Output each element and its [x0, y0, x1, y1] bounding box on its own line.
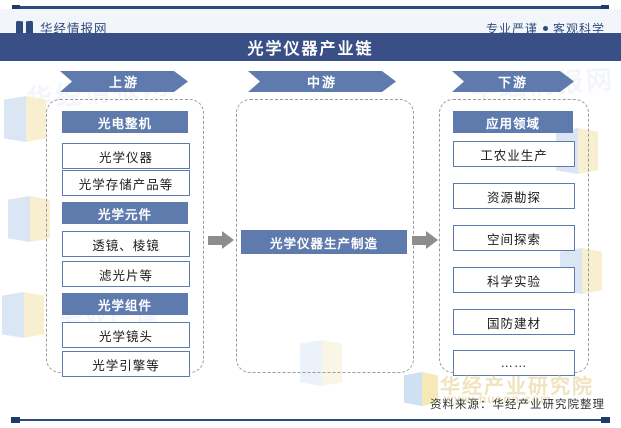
column-header-midstream[interactable]: 中游	[248, 71, 396, 92]
top-divider	[12, 5, 609, 10]
brand[interactable]: 华经情报网	[16, 18, 108, 37]
tagline: 专业严谨客观科学	[486, 20, 605, 37]
tagline-left: 专业严谨	[485, 22, 538, 36]
top-divider-cap-left	[12, 5, 20, 10]
tagline-separator-dot	[542, 26, 548, 32]
group-header-optoelectronic[interactable]: 光电整机	[62, 111, 188, 133]
item-ellipsis[interactable]: ……	[453, 350, 575, 376]
column-header-downstream[interactable]: 下游	[452, 71, 574, 92]
group-header-application-fields[interactable]: 应用领域	[453, 111, 573, 133]
group-header-optical-assembly[interactable]: 光学组件	[62, 293, 188, 315]
item-optical-instrument-manufacturing[interactable]: 光学仪器生产制造	[241, 230, 407, 254]
item-space-exploration[interactable]: 空间探索	[453, 225, 575, 251]
bottom-divider-cap-left	[11, 417, 20, 423]
item-industrial-agricultural[interactable]: 工农业生产	[453, 141, 575, 167]
chart-title-bar: 光学仪器产业链	[0, 33, 621, 61]
item-scientific-experiment[interactable]: 科学实验	[453, 267, 575, 293]
tagline-right: 客观科学	[552, 22, 605, 36]
site-header: 华经情报网 专业严谨客观科学	[0, 9, 621, 36]
item-resource-exploration[interactable]: 资源勘探	[453, 183, 575, 209]
column-header-upstream[interactable]: 上游	[60, 71, 188, 92]
item-lens-prism[interactable]: 透镜、棱镜	[62, 231, 190, 257]
item-filter[interactable]: 滤光片等	[62, 261, 190, 287]
top-divider-cap-right	[601, 5, 609, 10]
item-optical-instrument[interactable]: 光学仪器	[62, 143, 190, 169]
column-upstream: 上游	[60, 71, 188, 92]
item-optical-engine[interactable]: 光学引擎等	[62, 351, 190, 377]
item-optical-lens[interactable]: 光学镜头	[62, 322, 190, 348]
source-note: 资料来源：华经产业研究院整理	[430, 399, 605, 411]
item-defense-materials[interactable]: 国防建材	[453, 309, 575, 335]
arrow-midstream-to-downstream	[412, 231, 438, 250]
arrow-upstream-to-midstream	[208, 231, 234, 250]
group-header-optical-component[interactable]: 光学元件	[62, 202, 188, 224]
bottom-divider-cap-right	[601, 417, 610, 423]
page-title: 光学仪器产业链	[247, 41, 374, 58]
brand-label: 华经情报网	[40, 22, 108, 36]
item-optical-storage[interactable]: 光学存储产品等	[62, 170, 190, 196]
column-midstream: 中游	[248, 71, 396, 92]
column-downstream: 下游	[452, 71, 574, 92]
bottom-divider	[11, 417, 610, 423]
